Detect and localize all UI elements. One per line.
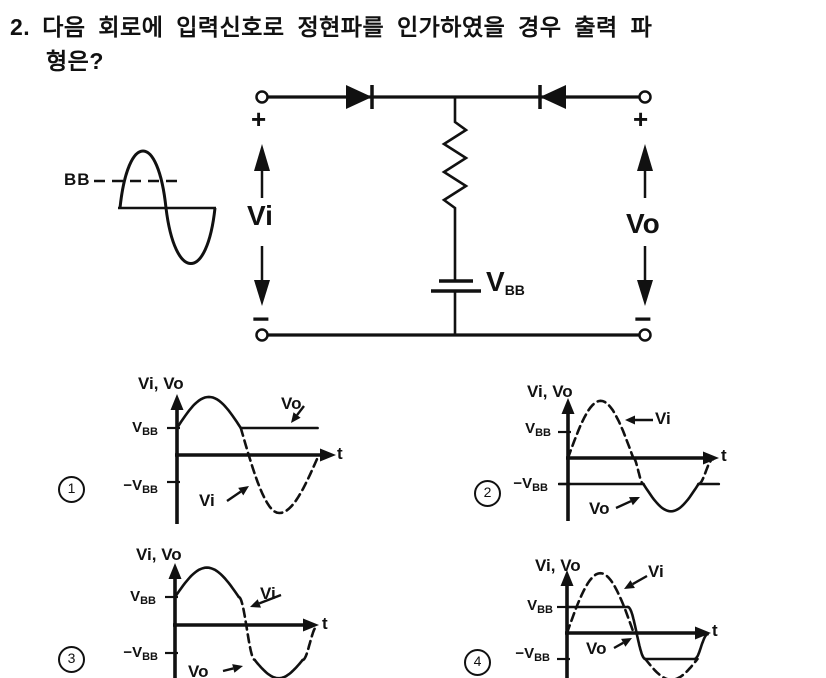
option2-pos-tick-label: VBB bbox=[525, 420, 551, 439]
vo-curve-solid bbox=[642, 482, 700, 513]
output-arrow-up-icon bbox=[637, 144, 653, 171]
y-axis-arrow-icon bbox=[170, 394, 184, 410]
waveform-graph-option2 bbox=[558, 398, 721, 521]
option2-t-label: t bbox=[721, 446, 727, 465]
input-arrow-up-icon bbox=[254, 144, 270, 171]
diode-left-icon bbox=[346, 85, 372, 109]
vo-pointer-arrow-head bbox=[291, 412, 301, 423]
option1-vo-curve-label: Vo bbox=[281, 394, 302, 413]
vi-pointer-arrow-head bbox=[250, 599, 261, 608]
option3-number: 3 bbox=[58, 646, 85, 673]
option4-t-label: t bbox=[712, 621, 718, 640]
option3-vi-curve-label: Vi bbox=[260, 584, 276, 603]
input-minus-sign: − bbox=[252, 303, 270, 336]
vi-curve-dashed bbox=[632, 456, 645, 486]
option1-neg-tick-label: −VBB bbox=[123, 477, 158, 496]
vo-pointer-arrow-head bbox=[621, 638, 632, 647]
vo-pointer-arrow-shaft bbox=[296, 405, 305, 416]
terminal-input-top bbox=[255, 90, 269, 104]
option3-pos-tick-label: VBB bbox=[130, 588, 156, 607]
option1-t-label: t bbox=[337, 444, 343, 463]
option3-axis-label: Vi, Vo bbox=[136, 545, 182, 564]
vi-pointer-arrow-head bbox=[624, 580, 635, 589]
vi-pointer-arrow-head bbox=[238, 486, 249, 496]
option4-vo-curve-label: Vo bbox=[586, 639, 607, 658]
t-axis-arrow-icon bbox=[320, 448, 336, 462]
terminal-output-bottom bbox=[638, 328, 652, 342]
diode-right-icon bbox=[540, 85, 566, 109]
t-axis-arrow-icon bbox=[695, 626, 711, 640]
option2-vo-curve-label: Vo bbox=[589, 499, 610, 518]
input-plus-sign: + bbox=[251, 104, 267, 134]
vo-pointer-arrow-shaft bbox=[222, 667, 234, 673]
vi-pointer-arrow-shaft bbox=[632, 574, 648, 586]
waveform-graph-option4 bbox=[557, 570, 711, 678]
vo-curve-solid bbox=[173, 566, 241, 599]
option3-t-label: t bbox=[322, 614, 328, 633]
vi-pointer-arrow-shaft bbox=[258, 593, 282, 605]
terminal-input-bottom bbox=[255, 328, 269, 342]
vi-curve-dashed bbox=[239, 426, 319, 515]
waveform-graph-option1 bbox=[167, 394, 336, 524]
waveform-graph-option3 bbox=[165, 563, 319, 678]
vi-curve-dashed bbox=[644, 657, 699, 678]
question-number: 2. bbox=[10, 14, 31, 40]
y-axis-arrow-icon bbox=[560, 570, 574, 586]
vi-label: Vi bbox=[247, 200, 273, 231]
vo-pointer-arrow-shaft bbox=[613, 641, 624, 650]
vi-curve-dashed bbox=[697, 458, 715, 486]
vo-pointer-arrow-head bbox=[629, 497, 640, 506]
vi-curve-dashed bbox=[566, 399, 635, 460]
output-arrow-down-icon bbox=[637, 280, 653, 306]
option2-number: 2 bbox=[474, 480, 501, 507]
option4-number: 4 bbox=[464, 649, 491, 676]
t-axis-arrow-icon bbox=[303, 618, 319, 632]
circuit-diagram bbox=[94, 85, 653, 342]
option4-vi-curve-label: Vi bbox=[648, 562, 664, 581]
question-text-line2: 형은? bbox=[46, 48, 104, 74]
option4-pos-tick-label: VBB bbox=[527, 597, 553, 616]
option2-neg-tick-label: −VBB bbox=[513, 475, 548, 494]
option2-axis-label: Vi, Vo bbox=[527, 382, 573, 401]
vi-curve-dashed bbox=[301, 625, 319, 662]
output-minus-sign: − bbox=[634, 303, 652, 336]
option3-vo-curve-label: Vo bbox=[188, 662, 209, 678]
vo-curve-solid bbox=[175, 395, 243, 430]
battery-vbb-label: VBB bbox=[486, 266, 525, 298]
option1-number: 1 bbox=[58, 476, 85, 503]
output-plus-sign: + bbox=[633, 104, 649, 134]
option1-pos-tick-label: VBB bbox=[132, 419, 158, 438]
option1-vi-curve-label: Vi bbox=[199, 491, 215, 510]
t-axis-arrow-icon bbox=[703, 451, 719, 465]
vi-curve-dashed bbox=[565, 571, 635, 635]
option4-neg-tick-label: −VBB bbox=[515, 645, 550, 664]
option1-axis-label: Vi, Vo bbox=[138, 374, 184, 393]
option4-axis-label: Vi, Vo bbox=[535, 556, 581, 575]
terminal-output-top bbox=[638, 90, 652, 104]
vi-curve-dashed bbox=[237, 595, 257, 662]
vo-curve-solid bbox=[253, 658, 304, 678]
vo-curve-solid bbox=[626, 605, 647, 661]
option3-neg-tick-label: −VBB bbox=[123, 644, 158, 663]
resistor-icon bbox=[441, 97, 469, 281]
question-text-line1: 2.다음 회로에 입력신호로 정현파를 인가하였을 경우 출력 파 bbox=[10, 14, 653, 40]
option2-vi-curve-label: Vi bbox=[655, 409, 671, 428]
vo-pointer-arrow-head bbox=[232, 664, 243, 673]
input-arrow-down-icon bbox=[254, 280, 270, 306]
vo-label: Vo bbox=[626, 208, 660, 239]
source-level-label: BB bbox=[64, 170, 91, 189]
y-axis-arrow-icon bbox=[168, 563, 182, 579]
y-axis-arrow-icon bbox=[561, 398, 575, 414]
sine-wave-icon bbox=[118, 149, 217, 265]
vi-pointer-arrow-head bbox=[625, 415, 635, 425]
vo-curve-solid bbox=[693, 633, 709, 661]
vo-pointer-arrow-shaft bbox=[615, 500, 632, 510]
vi-pointer-arrow-shaft bbox=[226, 490, 242, 502]
